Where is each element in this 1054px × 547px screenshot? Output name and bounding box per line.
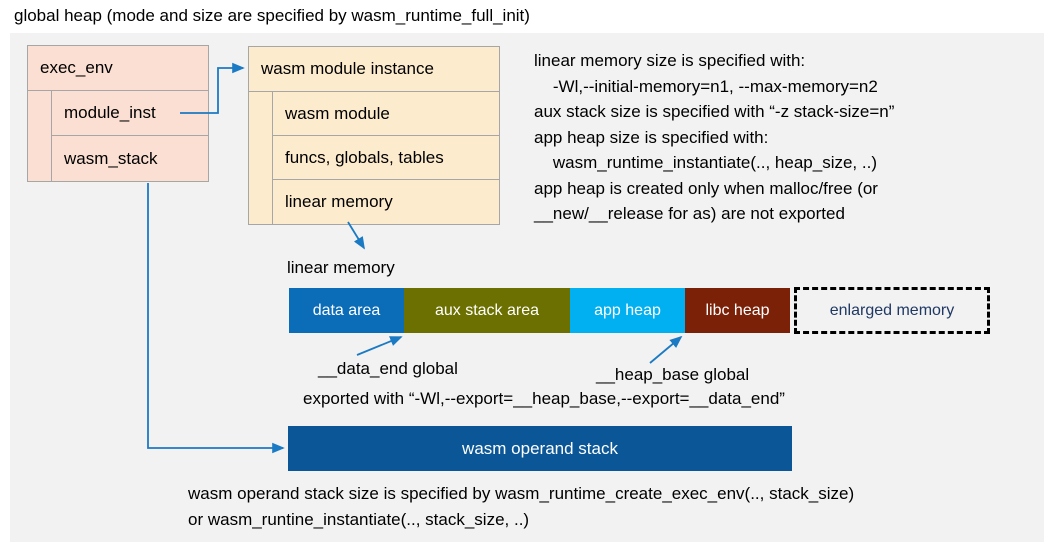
memory-segment-libc-heap: libc heap [685,288,790,333]
exec-env-fields: module_inst wasm_stack [52,91,208,181]
exported-annotation: exported with “-Wl,--export=__heap_base,… [303,389,785,408]
exec-env-field-module-inst: module_inst [52,91,208,136]
memory-segment-enlarged-memory: enlarged memory [794,287,990,334]
exec-env-gutter [28,91,52,181]
wasm-module-instance-box: wasm module instance wasm module funcs, … [248,46,500,225]
wasm-module-instance-header: wasm module instance [249,47,499,92]
exec-env-header: exec_env [28,46,208,91]
data-end-annotation: __data_end global [318,359,458,378]
page-title: global heap (mode and size are specified… [14,6,530,25]
wasm-module-instance-gutter [249,92,273,224]
wmi-field-wasm-module: wasm module [273,92,499,136]
linear-memory-label: linear memory [287,258,395,277]
wasm-module-instance-fields: wasm module funcs, globals, tables linea… [273,92,499,224]
memory-segment-app-heap: app heap [570,288,685,333]
exec-env-box: exec_env module_inst wasm_stack [27,45,209,182]
exec-env-field-wasm-stack: wasm_stack [64,148,158,168]
heap-base-annotation: __heap_base global [596,365,750,384]
memory-segment-aux-stack-area: aux stack area [404,288,570,333]
memory-segment-data-area: data area [289,288,404,333]
wasm-operand-stack-note: wasm operand stack size is specified by … [188,484,855,529]
wasm-operand-stack-bar: wasm operand stack [288,426,792,471]
linear-memory-notes: linear memory size is specified with: -W… [534,51,895,223]
wmi-field-linear-memory: linear memory [285,192,393,211]
exec-env-body: module_inst wasm_stack [28,91,208,181]
wasm-module-instance-body: wasm module funcs, globals, tables linea… [249,92,499,224]
wmi-field-funcs-globals-tables: funcs, globals, tables [273,136,499,180]
